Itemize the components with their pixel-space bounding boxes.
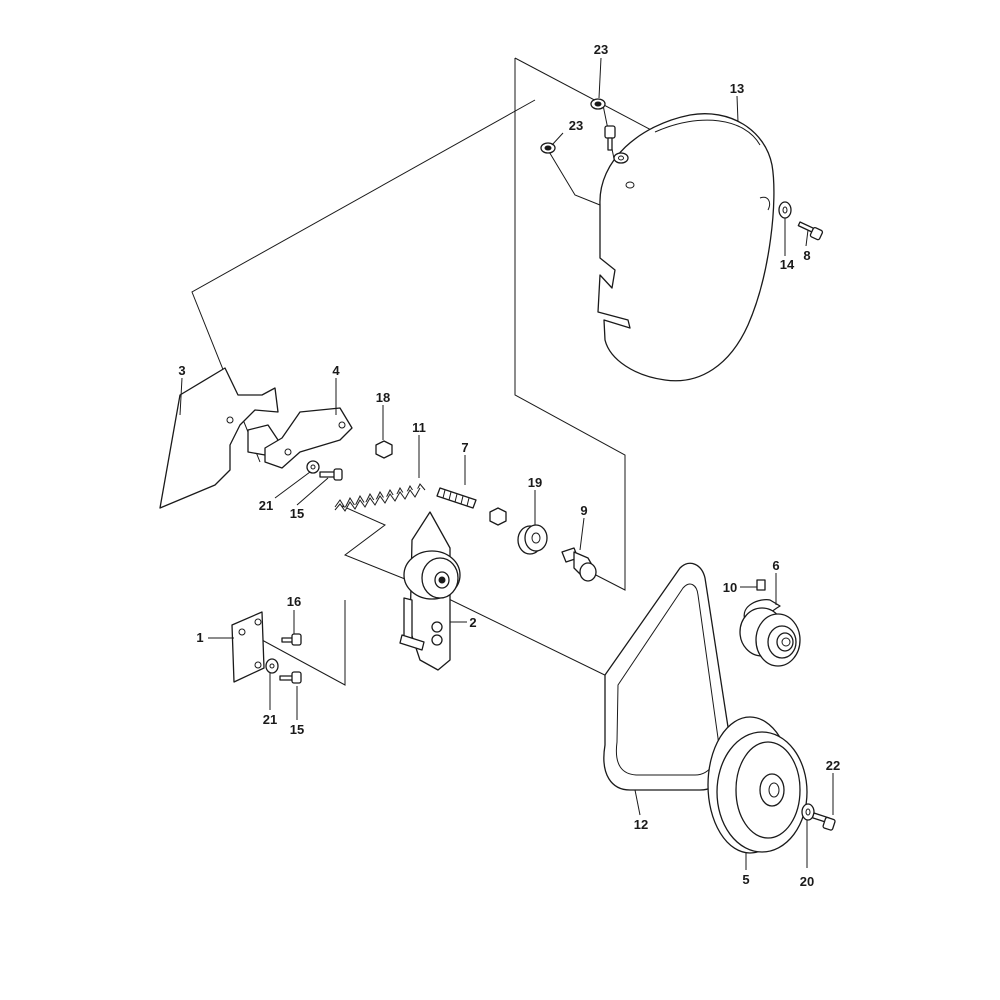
label-21-upper: 21: [259, 498, 273, 513]
label-15-lower: 15: [290, 722, 304, 737]
nut-upper[interactable]: [375, 440, 393, 459]
label-10: 10: [723, 580, 737, 595]
drive-pulley[interactable]: [707, 716, 808, 854]
screw-bracket[interactable]: [319, 468, 343, 481]
label-4: 4: [332, 363, 340, 378]
nut-lower[interactable]: [489, 507, 507, 526]
spacer-bushing[interactable]: [561, 547, 597, 582]
belt-cover[interactable]: [597, 113, 775, 382]
screw-cover-side[interactable]: [797, 221, 824, 241]
pulley-bolt[interactable]: [811, 812, 836, 831]
leader-lines: [179, 57, 834, 870]
bearing[interactable]: [517, 524, 548, 555]
label-5: 5: [742, 872, 749, 887]
label-12: 12: [634, 817, 648, 832]
label-18: 18: [376, 390, 390, 405]
guard-plate[interactable]: [159, 367, 279, 509]
washer-cover-side[interactable]: [778, 201, 792, 219]
label-6: 6: [772, 558, 779, 573]
washer-bracket[interactable]: [306, 460, 320, 474]
part-labels: 23 23 13 14 8 3 4 18 11 7 19 9 21 15 2 1…: [178, 42, 840, 889]
label-20: 20: [800, 874, 814, 889]
label-9: 9: [580, 503, 587, 518]
idler-assembly[interactable]: [399, 511, 461, 671]
label-11: 11: [412, 420, 426, 435]
label-1: 1: [196, 630, 203, 645]
mounting-plate[interactable]: [231, 611, 265, 683]
label-3: 3: [178, 363, 185, 378]
label-7: 7: [461, 440, 468, 455]
label-22: 22: [826, 758, 840, 773]
label-15-upper: 15: [290, 506, 304, 521]
tension-bracket[interactable]: [264, 407, 353, 469]
tension-spring[interactable]: [334, 483, 426, 512]
v-belt[interactable]: [603, 562, 732, 791]
clip-top[interactable]: [590, 98, 606, 110]
threaded-rod[interactable]: [436, 487, 477, 509]
label-16: 16: [287, 594, 301, 609]
label-19: 19: [528, 475, 542, 490]
pulley-washer[interactable]: [801, 803, 815, 821]
clip-middle[interactable]: [540, 142, 556, 154]
label-23-middle: 23: [569, 118, 583, 133]
label-23-top: 23: [594, 42, 608, 57]
label-2: 2: [469, 615, 476, 630]
label-21-lower: 21: [263, 712, 277, 727]
motor-pulley[interactable]: [739, 579, 801, 667]
label-14: 14: [780, 257, 795, 272]
washer-plate-lower[interactable]: [265, 658, 279, 674]
cover-screw-top[interactable]: [604, 125, 629, 164]
label-13: 13: [730, 81, 744, 96]
label-8: 8: [803, 248, 810, 263]
screw-plate-upper[interactable]: [281, 633, 302, 646]
screw-plate-lower[interactable]: [279, 671, 302, 684]
